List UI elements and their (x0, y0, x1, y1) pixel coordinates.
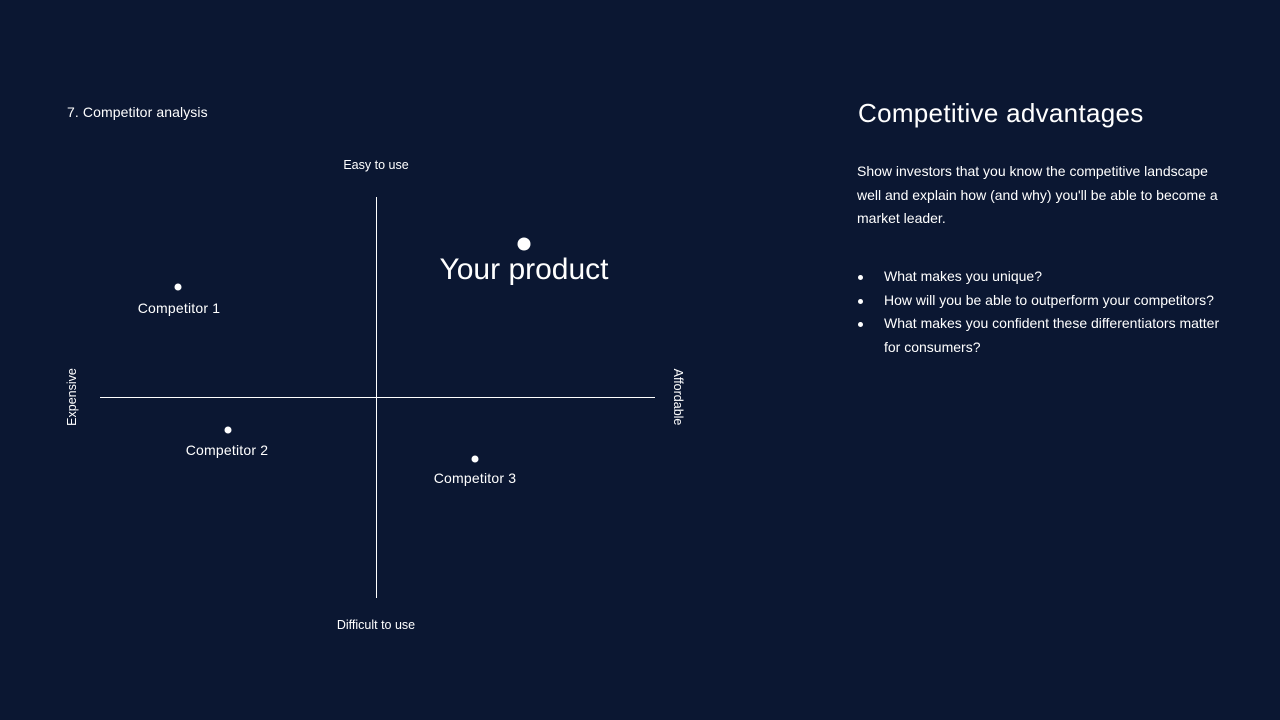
axis-label-bottom: Difficult to use (336, 618, 416, 632)
competitor-2-label: Competitor 2 (185, 442, 269, 458)
axis-label-top: Easy to use (343, 158, 409, 172)
competitor-1-dot (174, 283, 182, 291)
your-product-label: Your product (439, 253, 609, 286)
competitor-3-label: Competitor 3 (433, 470, 517, 486)
bullet-text: How will you be able to outperform your … (884, 291, 1214, 308)
bullet-text: What makes you unique? (884, 268, 1042, 284)
advantages-bullet-list: What makes you unique? How will you be a… (857, 265, 1232, 359)
bullet-dot-icon (858, 322, 863, 327)
section-label: 7. Competitor analysis (67, 104, 208, 120)
competitor-1-label: Competitor 1 (137, 300, 221, 316)
axis-label-left: Expensive (65, 368, 79, 426)
your-product-dot (517, 237, 531, 251)
bullet-dot-icon (858, 298, 863, 304)
bullet-dot-icon (858, 275, 863, 280)
bullet-item: What makes you unique? (857, 265, 1232, 289)
competitor-3-dot (471, 455, 479, 463)
competitor-2-dot (224, 426, 232, 434)
bullet-text: What makes you confident these different… (884, 315, 1220, 355)
advantages-description: Show investors that you know the competi… (857, 163, 1218, 226)
axis-label-right: Affordable (671, 368, 685, 426)
bullet-item: What makes you confident these different… (857, 312, 1232, 359)
horizontal-axis-line (100, 397, 655, 398)
bullet-item: How will you be able to outperform your … (857, 289, 1232, 313)
advantages-title: Competitive advantages (858, 98, 1144, 128)
